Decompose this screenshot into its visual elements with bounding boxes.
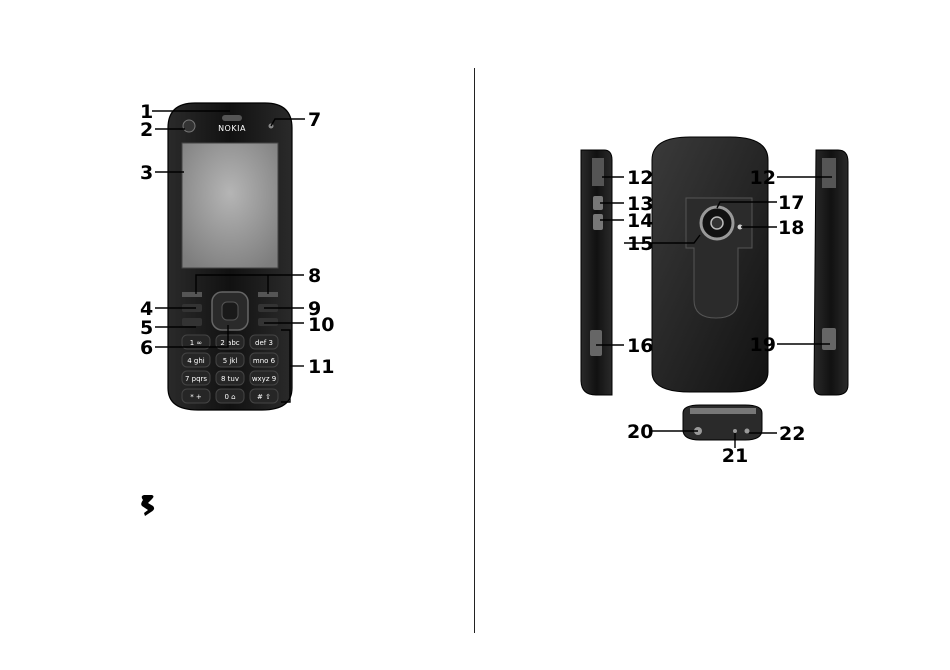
keypad-key-label: 7 pqrs <box>185 375 207 383</box>
callout-16: 16 <box>627 335 653 357</box>
callout-12-right: 12 <box>750 167 776 189</box>
keypad-key-label: 2 abc <box>220 339 239 347</box>
left-softkey <box>182 292 202 297</box>
keypad-key-label: 5 jkl <box>223 357 238 365</box>
keypad-key-label: wxyz 9 <box>252 375 276 383</box>
phone-front: NOKIA 1 ∞ 2 abc def 3 4 ghi 5 jkl mno 6 7 pqrs… <box>168 103 292 410</box>
keypad-key-label: def 3 <box>255 339 273 347</box>
end-key <box>258 318 278 326</box>
front-camera <box>183 120 195 132</box>
callout-10: 10 <box>308 314 334 336</box>
navi-center <box>222 302 238 320</box>
display-screen <box>182 143 278 268</box>
phone-right-side <box>814 150 848 395</box>
callout-2: 2 <box>140 119 153 141</box>
callout-17: 17 <box>778 192 804 214</box>
phone-bottom <box>683 405 762 440</box>
callout-8: 8 <box>308 265 321 287</box>
callout-20: 20 <box>627 421 653 443</box>
brand-logo: NOKIA <box>218 124 246 133</box>
keypad-key-label: 1 ∞ <box>190 339 203 347</box>
callout-5: 5 <box>140 317 153 339</box>
keypad-key-label: 4 ghi <box>187 357 205 365</box>
navi-symbol-icon <box>141 495 154 516</box>
keypad-key-label: 8 tuv <box>221 375 239 383</box>
callout-7: 7 <box>308 109 321 131</box>
earpiece <box>222 115 242 121</box>
callout-21: 21 <box>722 445 748 467</box>
camera-lens-center <box>711 217 723 229</box>
microphone <box>733 429 737 433</box>
keypad-key-label: mno 6 <box>253 357 276 365</box>
callout-11: 11 <box>308 356 334 378</box>
phone-left-side <box>581 150 612 395</box>
callout-15: 15 <box>627 233 653 255</box>
callout-22: 22 <box>779 423 805 445</box>
call-key <box>182 318 202 326</box>
callout-3: 3 <box>140 162 153 184</box>
callout-18: 18 <box>778 217 804 239</box>
keypad-key-label: # ⇧ <box>257 393 271 401</box>
callout-19: 19 <box>750 334 776 356</box>
keypad-key-label: * + <box>190 393 202 401</box>
capture-key <box>590 330 602 356</box>
usb-slot <box>822 328 836 350</box>
volume-down-key <box>593 214 603 230</box>
callout-12-left: 12 <box>627 167 653 189</box>
side-speaker <box>592 158 604 186</box>
callout-6: 6 <box>140 337 153 359</box>
keypad-key-label: 0 ⌂ <box>224 393 235 401</box>
right-speaker <box>822 158 836 188</box>
callout-14: 14 <box>627 210 653 232</box>
strap-hole <box>745 429 750 434</box>
